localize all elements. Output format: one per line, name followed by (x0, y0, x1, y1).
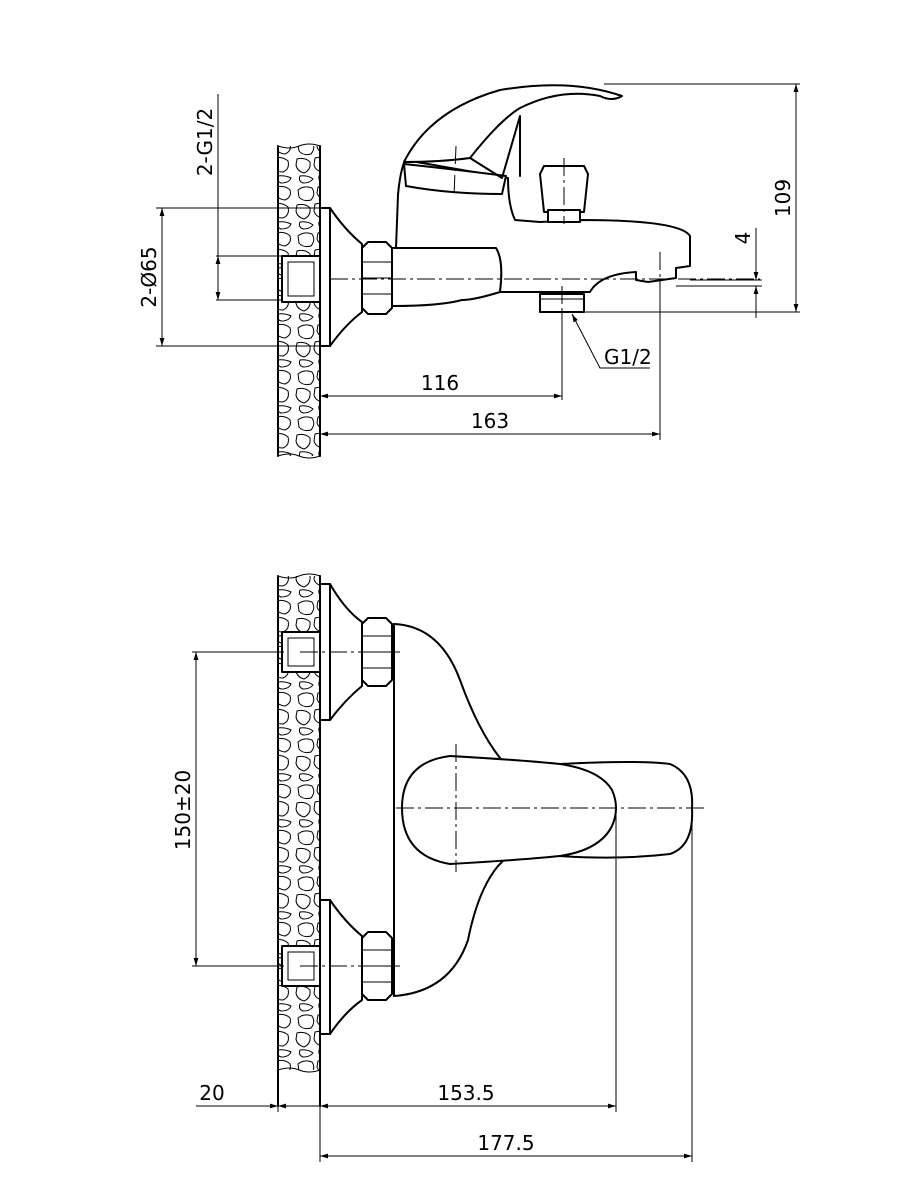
dim-spout-inlet: 116 (320, 312, 563, 400)
front-view: 150±20 20 153.5 177.5 (171, 573, 706, 1162)
flange-side (319, 207, 363, 347)
label-spout-thread: G1/2 (604, 345, 652, 369)
lever-handle-side (403, 84, 623, 163)
dim-total-depth: 177.5 (319, 808, 693, 1162)
label-total-depth: 177.5 (477, 1131, 534, 1155)
label-centers: 150±20 (171, 770, 195, 850)
lower-inlet-front (281, 899, 393, 1035)
side-view: 2-G1/2 2-Ø65 G1/2 116 163 1 (137, 83, 800, 459)
label-wall: 20 (199, 1081, 224, 1105)
dim-centers: 150±20 (171, 651, 284, 967)
label-lever-center: 153.5 (437, 1081, 494, 1105)
hex-nut-side (361, 241, 393, 315)
diverter-knob-side (539, 158, 589, 224)
dim-flange-diameter: 2-Ø65 (137, 207, 330, 347)
dim-spout-offset: 4 (676, 228, 762, 318)
spout-outlet-side (539, 286, 585, 320)
dim-wall: 20 (196, 1070, 320, 1112)
label-inlet-thread: 2-G1/2 (193, 108, 217, 176)
label-spout-reach: 163 (471, 409, 509, 433)
dim-spout-thread: G1/2 (571, 313, 652, 369)
label-spout-offset: 4 (731, 232, 755, 245)
dim-spout-reach: 163 (320, 284, 661, 440)
dim-lever-center: 153.5 (320, 808, 617, 1112)
faucet-body-side (391, 247, 503, 307)
label-total-height: 109 (771, 179, 795, 217)
dim-total-height: 109 (576, 83, 800, 313)
dim-inlet-thread: 2-G1/2 (193, 94, 282, 301)
lever-handle-front (401, 755, 694, 865)
label-flange-diameter: 2-Ø65 (137, 246, 161, 307)
label-spout-inlet: 116 (421, 371, 459, 395)
